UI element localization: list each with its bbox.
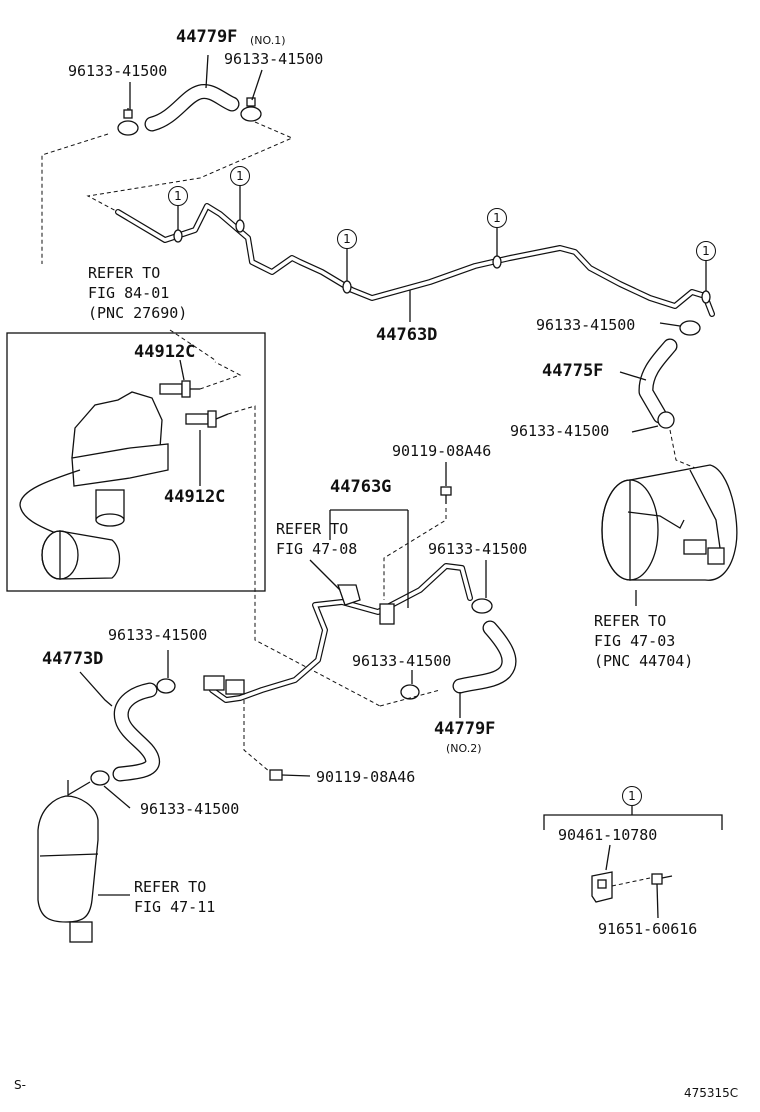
corner-code-left: S- xyxy=(14,1078,26,1092)
clamp-right-upper xyxy=(659,320,701,336)
part-44773d: 44773D xyxy=(42,649,104,669)
part-91651-60616: 91651-60616 xyxy=(598,920,698,938)
bolt-upper xyxy=(440,486,452,504)
clip-90461 xyxy=(591,871,613,903)
callout-1-e: 1 xyxy=(696,241,716,261)
clamp-96133-c: 96133-41500 xyxy=(536,316,636,334)
pipe-bracket-center xyxy=(337,584,395,625)
clamp-right-lower xyxy=(631,411,675,433)
drawing-number: 475315C xyxy=(684,1086,739,1100)
leader-90461 xyxy=(605,844,611,871)
clamp-96133-g: 96133-41500 xyxy=(352,652,452,670)
pipe-44763d xyxy=(115,203,715,317)
pipe-44763g xyxy=(209,563,473,703)
part-44775f: 44775F xyxy=(542,361,604,381)
clamp-top-left xyxy=(117,108,139,136)
refer-4703-line3: (PNC 44704) xyxy=(594,652,694,670)
clamp-96133-f: 96133-41500 xyxy=(108,626,208,644)
leader-96133-b xyxy=(251,69,263,101)
fitting-left xyxy=(203,675,245,695)
dash-inset-upper xyxy=(199,361,242,390)
clamp-96133-e: 96133-41500 xyxy=(428,540,528,558)
clamp-left-upper xyxy=(156,650,176,694)
clamp-center-lower xyxy=(400,670,420,700)
leader-44775f xyxy=(619,371,647,381)
bracket-detail xyxy=(543,806,723,830)
valve-fitting-lower xyxy=(185,410,229,428)
callout-1-c: 1 xyxy=(337,229,357,249)
bolt-90119-b: 90119-08A46 xyxy=(316,768,416,786)
canister-right xyxy=(601,464,738,581)
bolt-90119-a: 90119-08A46 xyxy=(392,442,492,460)
refer-4711-line1: REFER TO xyxy=(134,878,207,896)
refer-4703-line1: REFER TO xyxy=(594,612,667,630)
part-44912c-a: 44912C xyxy=(134,342,196,362)
callout-1-detail: 1 xyxy=(622,786,642,806)
dash-bolt-upper xyxy=(383,508,447,600)
no2-note: (NO.2) xyxy=(446,742,482,755)
part-90461-10780: 90461-10780 xyxy=(558,826,658,844)
canister-left xyxy=(37,780,99,943)
vsv-assembly xyxy=(19,391,169,580)
dash-inset-top xyxy=(169,329,216,361)
dash-bolt-lower xyxy=(243,700,271,773)
bolt-lower xyxy=(269,769,311,781)
bracket-44763g xyxy=(329,509,409,608)
part-44779f-no1: 44779F xyxy=(176,27,238,47)
refer-4711-line2: FIG 47-11 xyxy=(134,898,216,916)
valve-fitting-upper xyxy=(159,380,200,398)
callout-1-a: 1 xyxy=(168,186,188,206)
leader-44779f-no1 xyxy=(205,54,209,89)
refer-4708-line1: REFER TO xyxy=(276,520,349,538)
refer-84-line2: FIG 84-01 xyxy=(88,284,170,302)
refer-84-line1: REFER TO xyxy=(88,264,161,282)
clamp-96133-a: 96133-41500 xyxy=(68,62,168,80)
hose-44775f xyxy=(638,338,678,424)
leader-44912c-a xyxy=(179,359,185,381)
dash-center xyxy=(379,689,441,707)
part-44779f-no2: 44779F xyxy=(434,719,496,739)
dash-top-right xyxy=(86,121,294,213)
refer-84-line3: (PNC 27690) xyxy=(88,304,188,322)
clamp-top-right xyxy=(240,97,262,122)
part-44763d: 44763D xyxy=(376,325,438,345)
callout-leaders xyxy=(177,184,707,291)
dash-right xyxy=(669,429,701,471)
leader-refer-4708 xyxy=(309,559,341,591)
no1-note: (NO.1) xyxy=(250,34,286,47)
inset-box xyxy=(6,332,266,592)
part-44763g: 44763G xyxy=(330,477,392,497)
leader-44773d xyxy=(79,671,113,707)
callout-1-b: 1 xyxy=(230,166,250,186)
clamp-center-right xyxy=(471,560,493,614)
refer-4708-line2: FIG 47-08 xyxy=(276,540,358,558)
callout-1-d: 1 xyxy=(487,208,507,228)
clamp-96133-d: 96133-41500 xyxy=(510,422,610,440)
dash-detail xyxy=(611,877,651,887)
hose-44779f-no2 xyxy=(452,620,517,694)
refer-4703-line2: FIG 47-03 xyxy=(594,632,676,650)
hose-44779f-no1 xyxy=(144,84,240,132)
dash-top-left xyxy=(41,133,109,264)
hose-44773d xyxy=(112,682,161,782)
dash-inset-lower xyxy=(227,405,381,707)
part-44912c-b: 44912C xyxy=(164,487,226,507)
clamp-96133-b: 96133-41500 xyxy=(224,50,324,68)
clamp-left-lower xyxy=(90,770,131,809)
clamp-96133-h: 96133-41500 xyxy=(140,800,240,818)
bolt-91651 xyxy=(651,873,673,919)
